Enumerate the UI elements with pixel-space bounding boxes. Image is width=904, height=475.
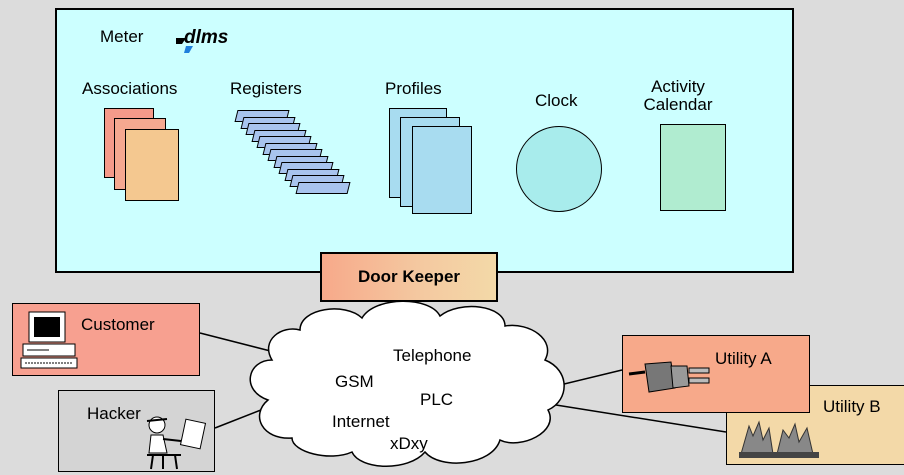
power-plant-icon [739,420,819,458]
line-utilityb-cloud [555,404,727,433]
power-plug-icon [628,361,710,393]
activity-calendar-label-line1: Activity [651,77,705,96]
profiles-label: Profiles [385,79,442,98]
hacker-label: Hacker [87,404,141,423]
door-keeper-label: Door Keeper [357,267,461,286]
utility-a-box: Utility A [622,335,810,413]
network-plc: PLC [420,390,454,409]
utility-a-label: Utility A [715,349,772,368]
association-sheet [125,129,179,201]
customer-label: Customer [81,315,155,334]
customer-box: Customer [12,303,200,376]
register-card [295,181,350,194]
associations-label: Associations [82,79,178,98]
network-xdxy: xDxy [390,434,428,453]
hacker-person-icon [146,416,207,470]
hacker-box: Hacker [58,390,215,472]
door-keeper-box: Door Keeper [320,252,498,302]
utility-b-label: Utility B [823,397,881,416]
network-internet: Internet [332,412,390,431]
network-cloud [249,300,565,467]
clock-label: Clock [535,91,578,110]
network-telephone: Telephone [393,346,472,365]
registers-label: Registers [230,79,302,98]
svg-text:dlms: dlms [184,27,228,48]
dlms-logo: dlms [174,24,254,59]
computer-icon [20,311,78,369]
activity-calendar-sheet [660,124,726,211]
line-utilitya-cloud [559,369,623,386]
profile-sheet [412,126,472,214]
network-gsm: GSM [335,372,374,391]
clock-icon [516,126,602,212]
activity-calendar-label-line2: Calendar [643,95,713,114]
meter-title: Meter [100,27,144,46]
line-hacker-cloud [214,407,267,429]
